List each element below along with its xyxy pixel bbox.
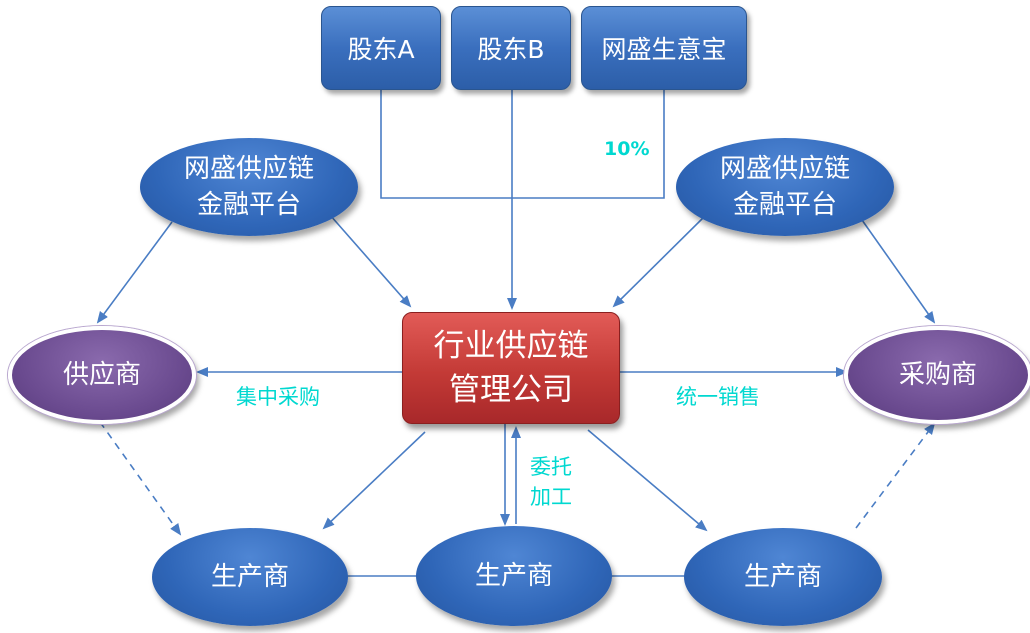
producer-middle: 生产商 bbox=[416, 526, 612, 626]
finance-platform-left: 网盛供应链 金融平台 bbox=[140, 138, 358, 236]
dashed-producer-to-purchaser bbox=[855, 422, 936, 529]
line-wangsheng bbox=[512, 88, 665, 199]
dashed-supplier-to-producer bbox=[99, 421, 182, 536]
unified-sales-label: 统一销售 bbox=[676, 385, 760, 409]
central-purchase-label: 集中采购 bbox=[236, 385, 320, 409]
arrow-finance-right-to-center bbox=[612, 214, 707, 308]
shareholder-b-box: 股东B bbox=[451, 6, 571, 90]
arrow-finance-left-to-supplier bbox=[96, 221, 173, 324]
arrow-finance-right-to-purchaser bbox=[861, 219, 936, 324]
supplier-node: 供应商 bbox=[8, 326, 196, 424]
arrow-center-to-producer-left bbox=[322, 431, 426, 530]
arrow-center-to-producer-right bbox=[587, 429, 708, 532]
producer-left: 生产商 bbox=[152, 528, 348, 626]
share-percent-label: 10% bbox=[604, 138, 650, 160]
wangsheng-box: 网盛生意宝 bbox=[581, 6, 747, 90]
producer-right: 生产商 bbox=[684, 528, 882, 626]
line-shareholder-a bbox=[380, 88, 512, 199]
finance-platform-right: 网盛供应链 金融平台 bbox=[676, 138, 894, 236]
purchaser-node: 采购商 bbox=[844, 326, 1030, 424]
shareholder-a-box: 股东A bbox=[321, 6, 441, 90]
center-company: 行业供应链 管理公司 bbox=[402, 312, 620, 424]
arrow-finance-left-to-center bbox=[329, 214, 412, 308]
entrusted-processing-label: 委托 加工 bbox=[530, 455, 572, 509]
